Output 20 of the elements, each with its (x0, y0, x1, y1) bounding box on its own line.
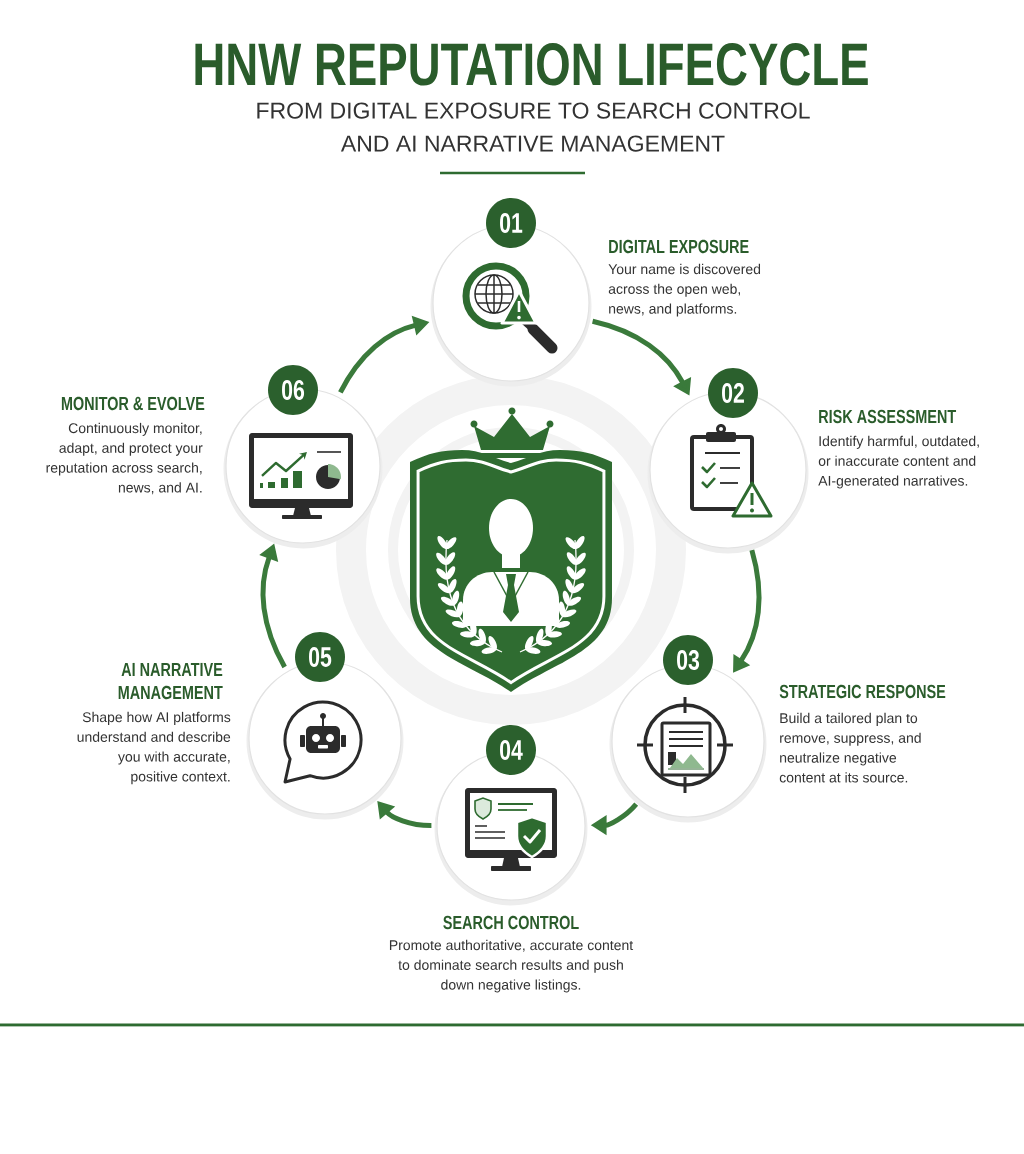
step-heading: STRATEGIC RESPONSE (779, 684, 946, 699)
step-description: Identify harmful, outdated, or inaccurate content and AI-generated narratives. (818, 435, 979, 489)
step-heading: DIGITAL EXPOSURE (609, 239, 749, 254)
number-badge: 05 (295, 632, 345, 682)
number-badge: 04 (486, 725, 536, 775)
step-description: Build a tailored plan to remove, suppress, and neutralize negative content at its source. (779, 712, 921, 783)
step-description: Shape how AI platforms understand and describe you with accurate, positive context. (77, 711, 231, 785)
step-description: Promote authoritative, accurate content to dominate search results and push down negative listings. (389, 939, 634, 993)
number-badge: 06 (268, 365, 318, 415)
number-badge: 01 (486, 198, 536, 248)
step-heading: AI NARRATIVE MANAGEMENT (118, 662, 223, 700)
step-heading: RISK ASSESSMENT (819, 409, 957, 424)
subtitle: FROM DIGITAL EXPOSURE TO SEARCH CONTROL AND AI NARRATIVE MANAGEMENT (257, 102, 810, 152)
number-badge: 02 (708, 368, 758, 418)
step-heading: MONITOR & EVOLVE (61, 396, 205, 411)
step-heading: SEARCH CONTROL (443, 915, 579, 930)
step-description: Continuously monitor, adapt, and protect your reputation across search, news, and AI. (46, 422, 203, 495)
number-badge: 03 (663, 635, 713, 685)
step-description: Your name is discovered across the open web, news, and platforms. (608, 263, 761, 317)
title: HNW REPUTATION LIFECYCLE (195, 43, 868, 86)
